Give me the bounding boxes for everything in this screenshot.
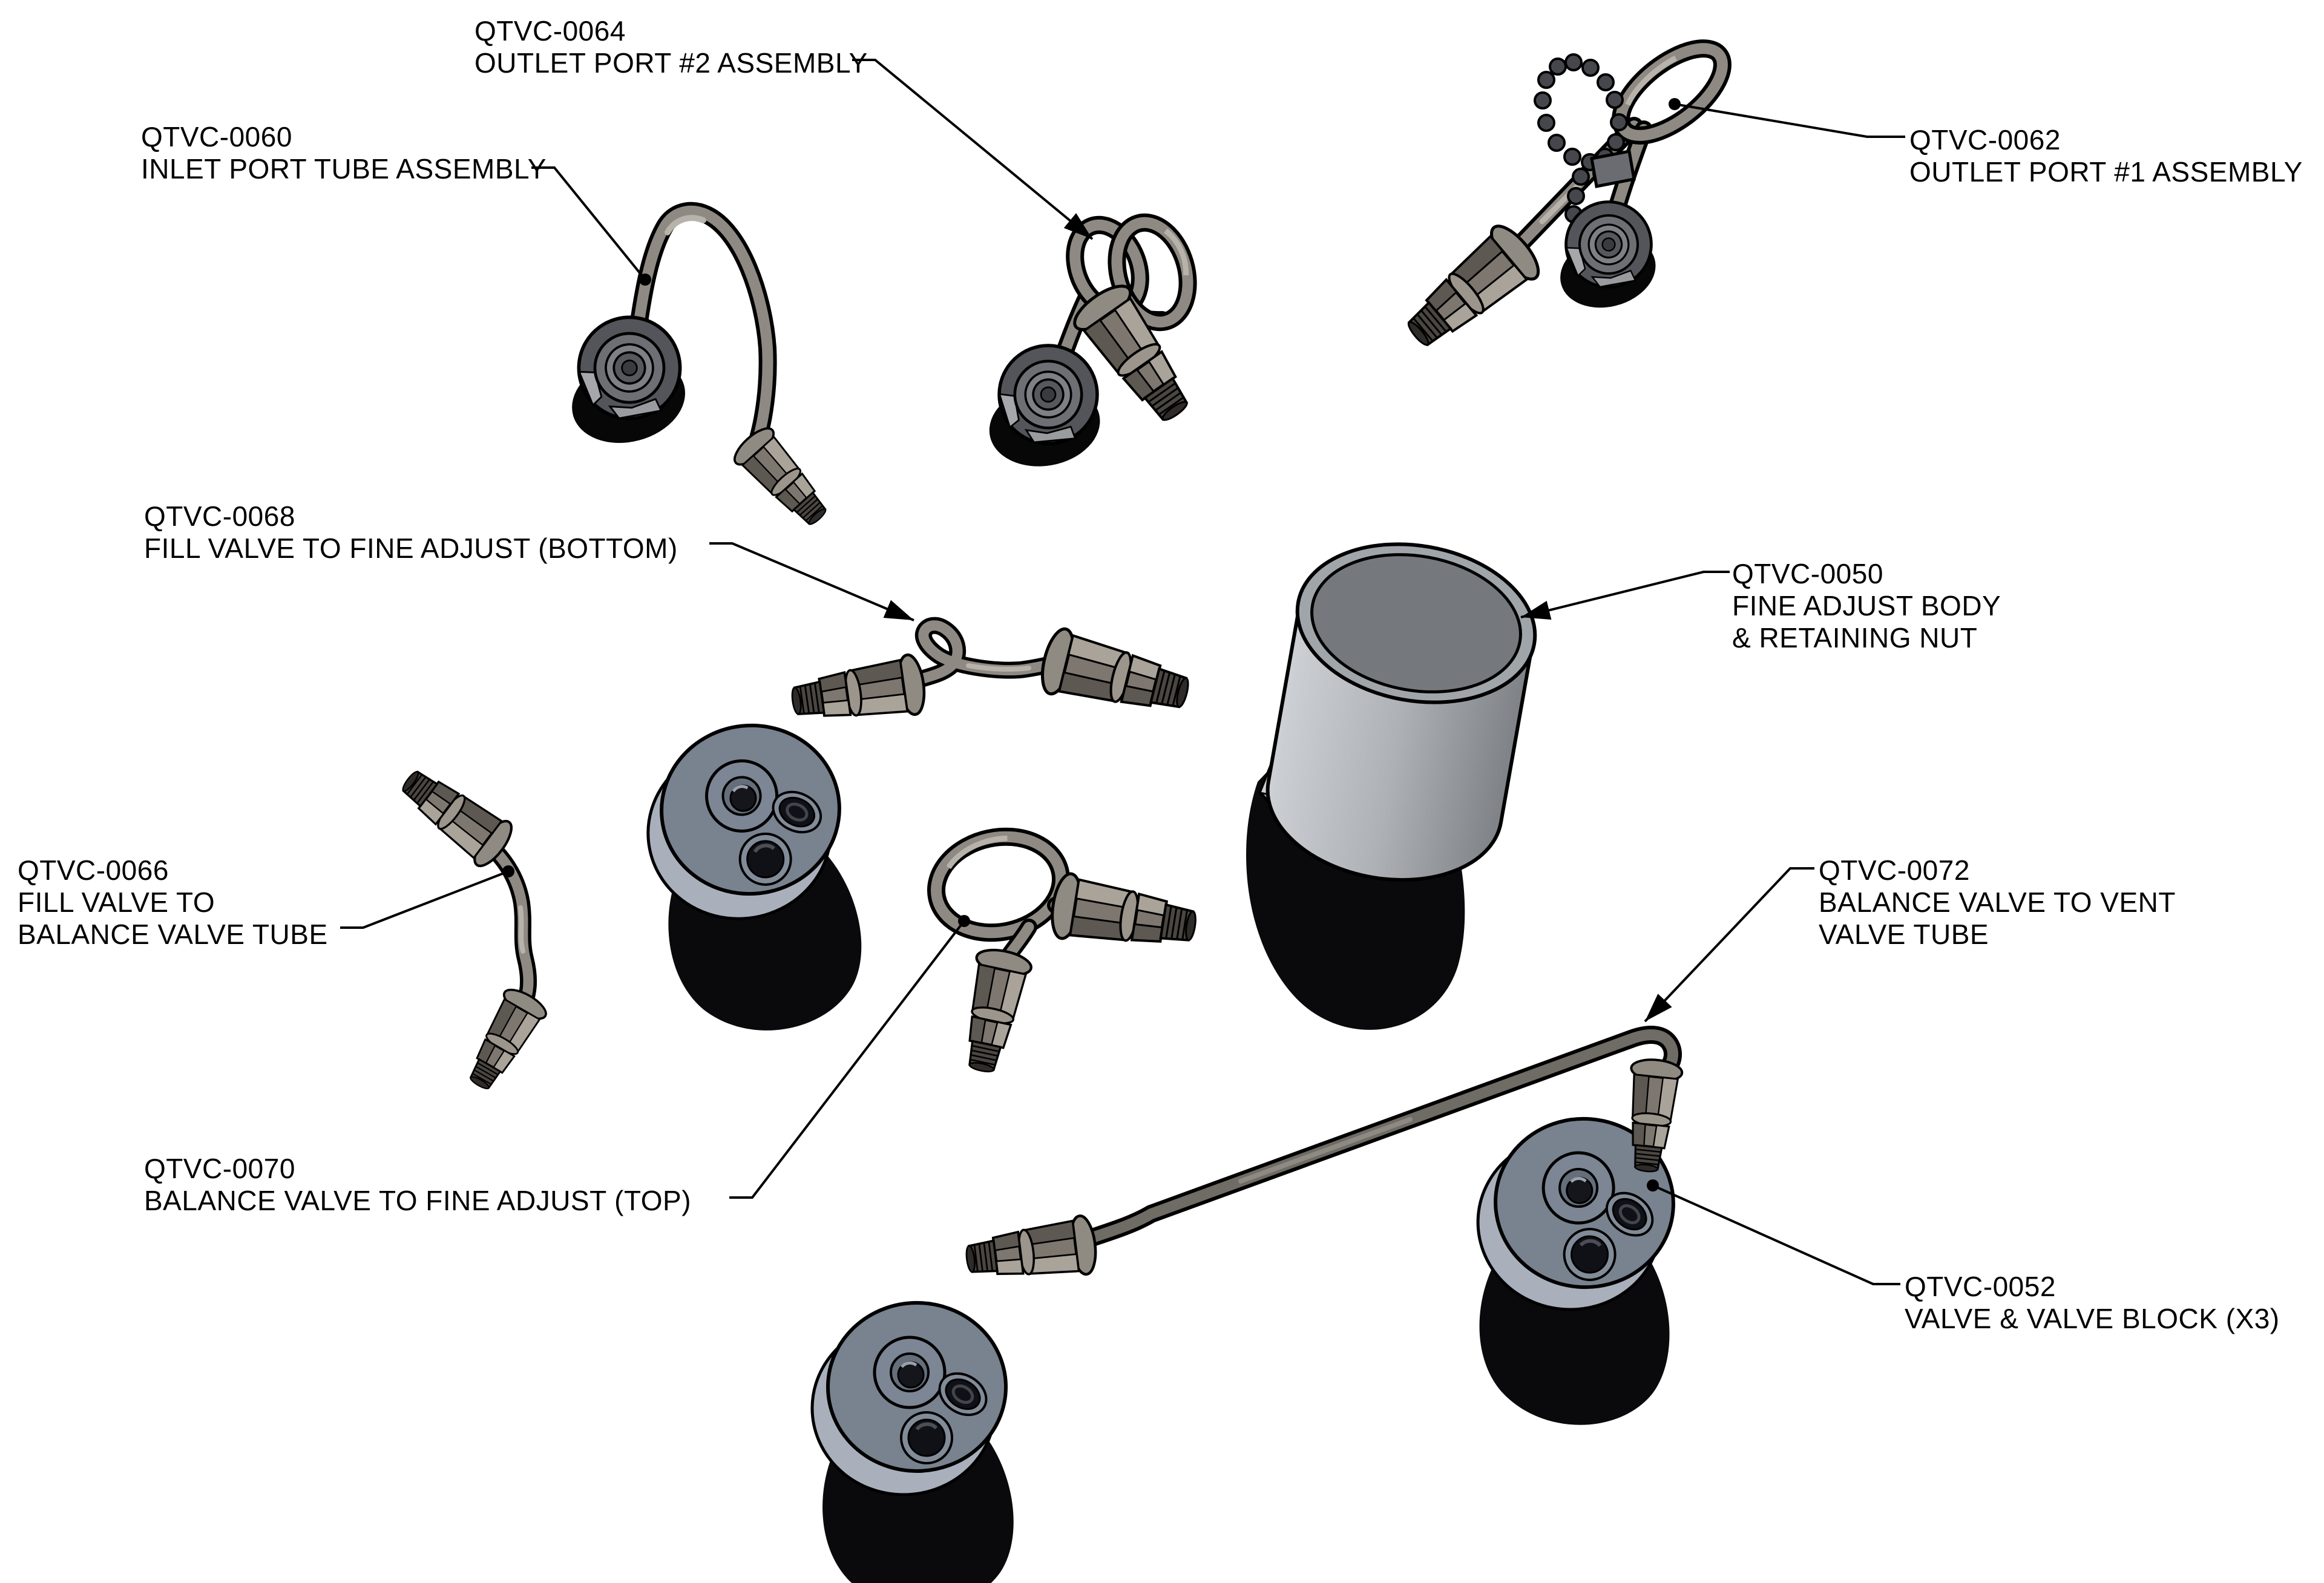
- part-outlet-port-2-assembly: [976, 213, 1204, 475]
- leader-dot-qtvc-0060: [639, 274, 651, 286]
- leader-line-qtvc-0072: [1644, 867, 1814, 1023]
- part-number: QTVC-0064: [474, 15, 626, 47]
- leader-line-qtvc-0070: [729, 920, 965, 1199]
- leader-arrowhead-qtvc-0072: [1645, 994, 1672, 1021]
- part-description-line: FILL VALVE TO FINE ADJUST (BOTTOM): [144, 533, 678, 564]
- part-description-line: INLET PORT TUBE ASSEMBLY: [141, 153, 547, 185]
- leader-line-qtvc-0060: [531, 166, 646, 281]
- leader-line-qtvc-0052: [1652, 1184, 1900, 1285]
- leader-dot-qtvc-0052: [1647, 1179, 1659, 1191]
- part-number: QTVC-0062: [1909, 124, 2061, 156]
- part-description-line: VALVE TUBE: [1819, 919, 1989, 950]
- part-description-line: BALANCE VALVE TO VENT: [1819, 887, 2176, 918]
- part-balance-valve-to-fine-adjust-top-tube: [927, 827, 1200, 1077]
- leader-line-qtvc-0064: [852, 59, 1094, 240]
- leader-dot-qtvc-0066: [502, 865, 514, 877]
- part-description-line: FILL VALVE TO: [18, 887, 215, 918]
- part-description-line: BALANCE VALVE TO FINE ADJUST (TOP): [144, 1185, 692, 1216]
- part-description-line: & RETAINING NUT: [1732, 622, 1978, 654]
- part-outlet-port-1-assembly: [1394, 39, 1732, 361]
- part-number: QTVC-0060: [141, 121, 292, 152]
- leader-layer: [340, 59, 1905, 1285]
- leader-line-qtvc-0066: [340, 870, 509, 929]
- leader-line-qtvc-0068: [709, 542, 914, 621]
- part-inlet-port-tube-assembly: [552, 202, 839, 537]
- part-number: QTVC-0072: [1819, 854, 1970, 886]
- part-number: QTVC-0052: [1905, 1271, 2056, 1302]
- leader-arrowhead-qtvc-0068: [883, 600, 914, 620]
- leader-dot-qtvc-0062: [1669, 98, 1681, 110]
- part-fine-adjust-body: [1246, 542, 1537, 1030]
- part-fill-valve-to-fine-adjust-bottom-tube: [789, 617, 1195, 732]
- leader-line-qtvc-0050: [1520, 571, 1730, 618]
- part-number: QTVC-0070: [144, 1153, 295, 1184]
- leader-line-qtvc-0062: [1674, 103, 1905, 138]
- leader-dot-qtvc-0070: [958, 915, 970, 927]
- part-description-line: VALVE & VALVE BLOCK (X3): [1905, 1303, 2280, 1334]
- part-number: QTVC-0068: [144, 500, 295, 532]
- part-description-line: BALANCE VALVE TUBE: [18, 919, 328, 950]
- part-number: QTVC-0050: [1732, 558, 1883, 589]
- part-number: QTVC-0066: [18, 854, 169, 886]
- part-balance-valve-to-vent-valve-tube: [963, 1026, 1684, 1288]
- part-description-line: OUTLET PORT #2 ASSEMBLY: [474, 47, 868, 79]
- part-description-line: FINE ADJUST BODY: [1732, 590, 2001, 621]
- part-description-line: OUTLET PORT #1 ASSEMBLY: [1909, 156, 2303, 188]
- leader-arrowhead-qtvc-0050: [1521, 600, 1552, 620]
- leader-arrowhead-qtvc-0064: [1063, 213, 1092, 239]
